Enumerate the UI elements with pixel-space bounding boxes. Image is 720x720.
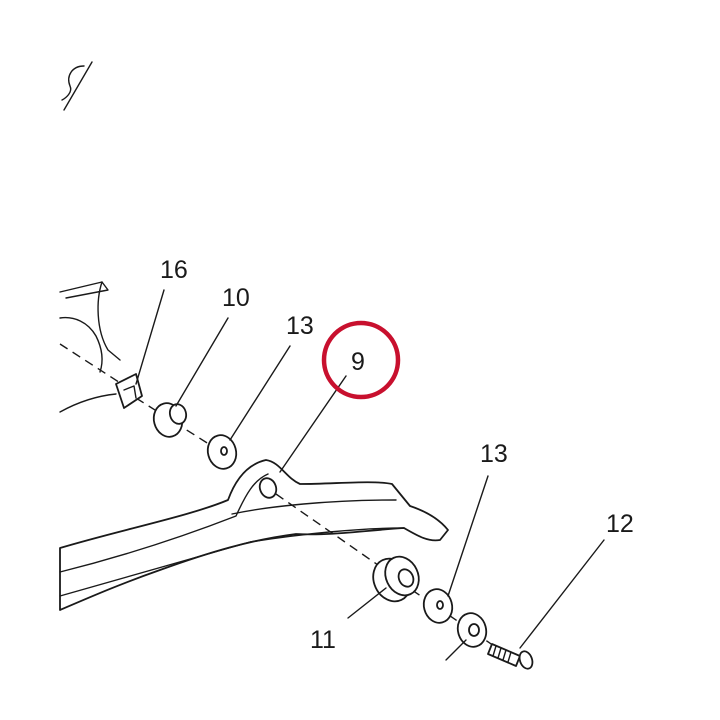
washer-part-13-lower [422,588,454,624]
body-panel [59,281,121,413]
grommet-part-11 [372,555,420,603]
callout-10: 10 [222,284,250,312]
chain-guard [59,459,449,611]
callout-9: 9 [351,348,365,376]
screw-part-12 [487,643,534,670]
clip-part-16 [115,373,143,409]
highlight-ring [321,320,401,400]
washer-part-13-upper [206,434,238,470]
callout-13-upper: 13 [286,312,314,340]
bushing-part-10 [152,402,188,438]
flange-washer [456,612,488,648]
break-mark [61,61,93,111]
callout-16: 16 [160,256,188,284]
callout-13-lower: 13 [480,440,508,468]
callout-12: 12 [606,510,634,538]
leader-lines [135,289,605,661]
callout-11: 11 [310,626,336,654]
